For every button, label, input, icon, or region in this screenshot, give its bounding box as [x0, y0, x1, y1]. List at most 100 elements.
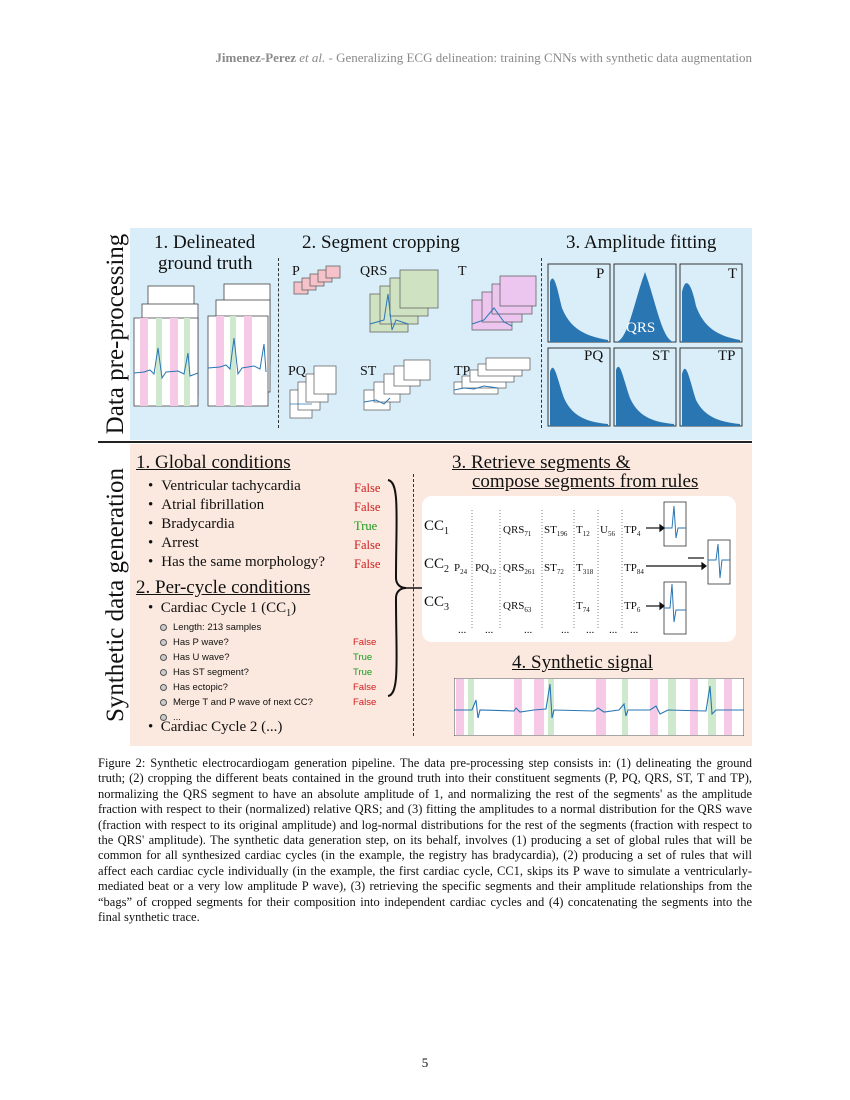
seg-label-st: ST	[360, 364, 377, 379]
retrieve-title-1: 3. Retrieve segments &	[452, 452, 631, 473]
side-label-synthetic: Synthetic data generation	[102, 467, 129, 723]
cc1-t: T12	[576, 524, 590, 539]
seg-label-tp: TP	[454, 364, 471, 379]
cycle1-sub: 1	[286, 608, 292, 619]
cycle1-label: • Cardiac Cycle 1 (CC1)	[148, 600, 297, 619]
seg-label-pq: PQ	[288, 364, 306, 379]
seg-label-p: P	[292, 264, 300, 279]
header-author: Jimenez-Perez	[215, 50, 297, 65]
cycle1-text: Cardiac Cycle 1 (CC	[160, 600, 287, 616]
figure-caption: Figure 2: Synthetic electrocardiogam gen…	[98, 756, 752, 925]
global-condition: Has the same morphology?	[148, 553, 325, 572]
header-title: - Generalizing ECG delineation: training…	[325, 50, 752, 65]
condition-value: False	[354, 557, 381, 571]
cycle-value: False	[353, 637, 377, 648]
signal-trace	[454, 683, 744, 719]
hist-label-qrs: QRS	[626, 320, 656, 336]
dashed-sep-3	[413, 474, 414, 736]
histograms	[547, 263, 743, 427]
cycle-value: True	[353, 652, 373, 663]
running-header: Jimenez-Perez et al. - Generalizing ECG …	[0, 50, 752, 66]
hist-label-p: P	[596, 266, 605, 282]
cc1-u: U56	[600, 524, 615, 539]
compose-ecgs	[646, 501, 731, 635]
global-condition-values: False False True False False	[354, 479, 380, 574]
panel-divider	[98, 441, 752, 443]
condition-value: False	[354, 538, 381, 552]
condition-value: False	[354, 481, 381, 495]
global-conditions-title: 1. Global conditions	[136, 452, 291, 473]
cycle-value: False	[353, 682, 377, 693]
dashed-sep-1	[278, 258, 279, 428]
seg-label-t: T	[458, 264, 467, 279]
global-conditions-list: Ventricular tachycardia Atrial fibrillat…	[148, 477, 325, 572]
cycle-condition-values: False True True False False	[353, 620, 376, 710]
tp-stack	[453, 357, 531, 395]
step3-title: 3. Amplitude fitting	[566, 232, 717, 253]
cycle-condition: Merge T and P wave of next CC?	[160, 695, 313, 710]
cycle-value: False	[353, 697, 377, 708]
segment-cropping-illustration	[289, 265, 537, 419]
gt-stack-front	[133, 315, 269, 407]
hist-bars	[550, 272, 740, 426]
cycle-conditions-list: Length: 213 samples Has P wave? Has U wa…	[160, 620, 313, 725]
global-condition: Atrial fibrillation	[148, 496, 325, 515]
cycle-value	[353, 620, 376, 635]
retrieve-title-2: compose segments from rules	[472, 471, 699, 492]
cc1-tp: TP4	[624, 524, 641, 539]
cycle-condition: ...	[160, 710, 313, 725]
synthetic-signal-title: 4. Synthetic signal	[512, 652, 653, 673]
condition-value: False	[354, 500, 381, 514]
cycle-value: True	[353, 667, 373, 678]
global-condition: Bradycardia	[148, 515, 325, 534]
synthetic-signal	[454, 678, 744, 736]
dashed-sep-2	[541, 258, 542, 428]
cc2-qrs: QRS261	[503, 562, 535, 577]
global-condition: Arrest	[148, 534, 325, 553]
hist-label-pq: PQ	[584, 348, 604, 364]
cc3-label: CC3	[424, 594, 450, 613]
cycle-condition: Has ectopic?	[160, 680, 313, 695]
cc1-qrs: QRS71	[503, 524, 532, 539]
hist-label-st: ST	[652, 348, 670, 364]
cc2-p: P24	[454, 562, 468, 577]
global-condition: Ventricular tachycardia	[148, 477, 325, 496]
condition-value: True	[354, 519, 378, 533]
cycle-condition: Has ST segment?	[160, 665, 313, 680]
cc3-tp: TP6	[624, 600, 641, 615]
ground-truth-illustration	[133, 283, 271, 407]
cc2-st: ST72	[544, 562, 564, 577]
cycle-condition: Has P wave?	[160, 635, 313, 650]
st-stack	[363, 359, 431, 411]
ellipsis-row: ... ... ... ... ... ... ...	[458, 624, 639, 636]
header-etal: et al.	[299, 50, 326, 65]
qrs-stack	[369, 269, 439, 333]
hist-label-t: T	[728, 266, 738, 282]
brace	[387, 479, 426, 697]
cc3-qrs: QRS63	[503, 600, 532, 615]
cycle1-close: )	[291, 600, 297, 616]
side-label-preprocessing: Data pre-processing	[102, 233, 129, 435]
cycle2-label: • Cardiac Cycle 2 (...)	[148, 719, 283, 735]
cc2-label: CC2	[424, 556, 450, 575]
cycle-condition: Length: 213 samples	[160, 620, 313, 635]
cc2-t: T318	[576, 562, 594, 577]
step2-title: 2. Segment cropping	[302, 232, 460, 253]
seg-label-qrs: QRS	[360, 264, 388, 279]
compose-grid	[471, 510, 623, 630]
figure: Data pre-processing Synthetic data gener…	[98, 228, 752, 746]
cc2-pq: PQ12	[475, 562, 497, 577]
cycle-condition: Has U wave?	[160, 650, 313, 665]
cc1-label: CC1	[424, 518, 450, 537]
step1-title-a: 1. Delineated	[154, 232, 256, 253]
pq-stack	[289, 365, 337, 419]
page-number: 5	[421, 1055, 429, 1070]
cc2-tp: TP84	[624, 562, 644, 577]
cycle2-text: Cardiac Cycle 2 (...)	[160, 719, 283, 735]
step1-title-b: ground truth	[158, 253, 253, 274]
hist-label-tp: TP	[718, 348, 736, 364]
t-stack	[471, 275, 537, 331]
p-stack	[293, 265, 341, 295]
cc1-st: ST196	[544, 524, 568, 539]
per-cycle-title: 2. Per-cycle conditions	[136, 577, 311, 598]
